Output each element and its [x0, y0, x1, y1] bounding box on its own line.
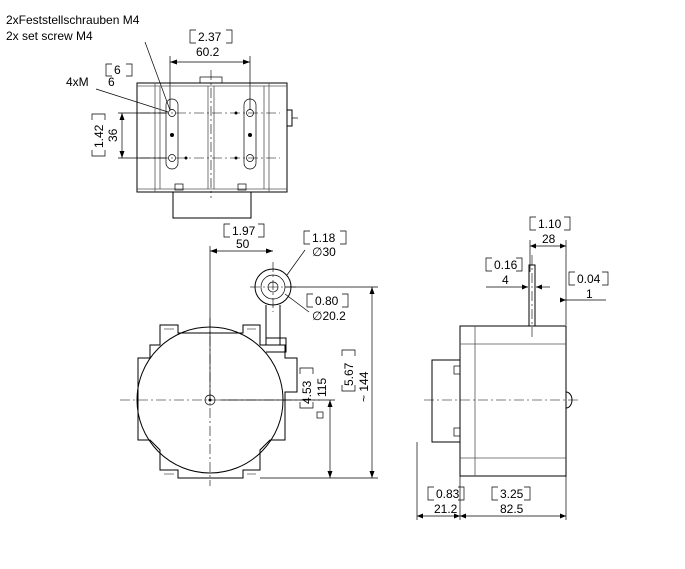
- bracket: [529, 216, 536, 231]
- bracket: [306, 293, 313, 308]
- bracket: [341, 385, 356, 392]
- flange-depth-mm: 21.2: [434, 502, 458, 516]
- bracket: [427, 486, 434, 501]
- leader-set-screw: [144, 41, 171, 111]
- bracket: [564, 216, 571, 231]
- body-len-mm: 82.5: [500, 502, 524, 516]
- thread-mm: 6: [108, 75, 115, 89]
- bracket: [458, 486, 465, 501]
- hub-dia-inch: 0.80: [315, 294, 339, 308]
- arrowheads: [210, 248, 273, 254]
- total-height-mm: ~ 144: [357, 371, 371, 402]
- top-body-outline: [136, 82, 288, 193]
- arrowheads: [560, 297, 566, 303]
- top-view: 2xFeststellschrauben M4 2x set screw M4 …: [6, 13, 298, 219]
- top-width-mm: 60.2: [196, 45, 220, 59]
- pulley-dia-mm: ∅30: [312, 245, 336, 259]
- bottom-tab: [237, 183, 247, 191]
- screw-hole: [168, 154, 176, 162]
- pulley-clamp: [266, 337, 287, 353]
- side-flange: [431, 359, 461, 443]
- bracket: [189, 29, 196, 44]
- front-offset-inch: 1.97: [232, 224, 256, 238]
- body-len-inch: 3.25: [500, 487, 524, 501]
- collar-mm: 1: [586, 287, 593, 301]
- bracket: [602, 271, 609, 286]
- collar-inch: 0.04: [577, 272, 601, 286]
- bracket: [91, 150, 106, 157]
- square-symbol: [316, 411, 324, 419]
- center-height-mm: 115: [315, 378, 329, 397]
- arrowheads: [417, 513, 566, 519]
- bracket: [105, 63, 112, 77]
- bottom-tab: [174, 183, 184, 191]
- screw-hole: [168, 109, 176, 117]
- note-set-screw-de: 2xFeststellschrauben M4: [6, 13, 140, 27]
- set-screw: [248, 133, 252, 137]
- slot-right: [243, 98, 257, 170]
- pulley-dia-inch: 1.18: [312, 231, 336, 245]
- note-set-screw-en: 2x set screw M4: [6, 29, 93, 43]
- bracket: [568, 271, 575, 286]
- bracket: [126, 63, 133, 77]
- bracket: [516, 257, 523, 272]
- bracket: [342, 293, 349, 308]
- bracket: [485, 257, 492, 272]
- flange-screw: [453, 365, 461, 375]
- slot-left: [165, 98, 179, 170]
- bracket: [491, 486, 498, 501]
- bracket: [299, 367, 314, 374]
- top-hole-spacing-inch: 1.42: [92, 124, 106, 148]
- set-screw: [170, 133, 174, 137]
- shaft-dia-inch: 0.16: [494, 258, 518, 272]
- bracket: [91, 113, 106, 120]
- bracket: [341, 349, 356, 356]
- flange-depth-inch: 0.83: [436, 487, 460, 501]
- bracket: [303, 230, 310, 245]
- leader-hub: [284, 293, 310, 313]
- shaft-len-mm: 28: [542, 232, 556, 246]
- thread-label: 4xM: [66, 75, 89, 89]
- top-hole-spacing-mm: 36: [106, 128, 120, 142]
- bottom-mount-box: [172, 191, 252, 219]
- side-view: 1.10 28 0.16 4 0.04 1: [416, 216, 609, 520]
- leader-thread: [95, 88, 169, 113]
- arrowheads: [522, 284, 542, 290]
- shaft-len-inch: 1.10: [538, 217, 562, 231]
- hub-dia-mm: ∅20.2: [312, 309, 346, 323]
- leader-pulley: [286, 249, 306, 276]
- flange-screw: [453, 427, 461, 437]
- bracket: [524, 486, 531, 501]
- bracket: [258, 223, 265, 238]
- shaft-stub: [286, 109, 293, 127]
- front-view: 1.97 50 1.18 ∅30 0.80 ∅20.2: [120, 223, 378, 486]
- bracket: [223, 223, 230, 238]
- bracket: [340, 230, 347, 245]
- housing-detail: [164, 328, 256, 475]
- side-body: [459, 325, 567, 477]
- bracket: [226, 29, 233, 44]
- top-width-inch: 2.37: [198, 30, 222, 44]
- total-height-inch: 5.67: [342, 362, 356, 386]
- bracket: [299, 402, 314, 409]
- thread-inch: 6: [114, 63, 121, 77]
- center-height-inch: 4.53: [300, 380, 314, 404]
- front-offset-mm: 50: [236, 237, 250, 251]
- shaft-dia-mm: 4: [502, 273, 509, 287]
